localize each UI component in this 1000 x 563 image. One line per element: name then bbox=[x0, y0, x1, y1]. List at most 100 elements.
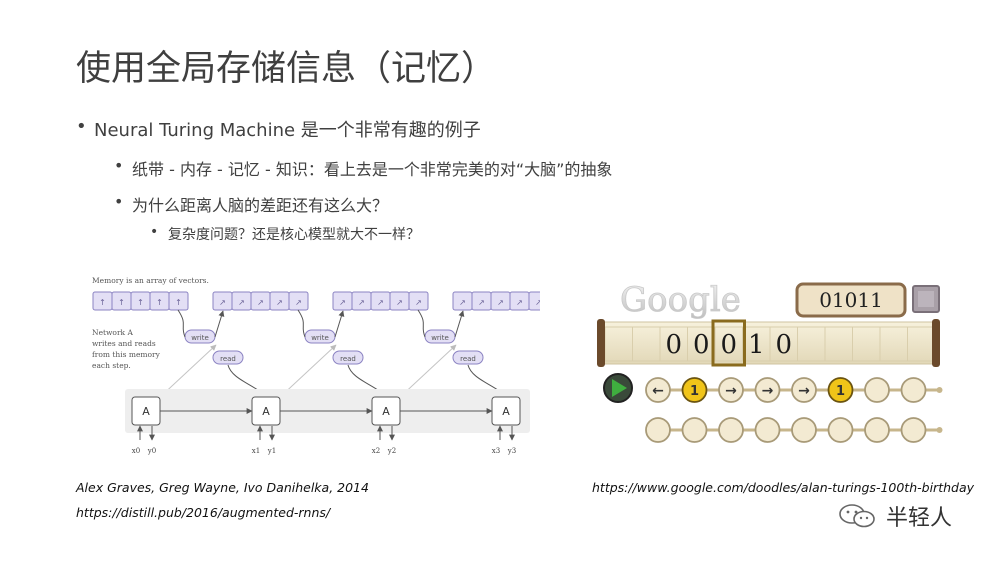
read-label: read bbox=[460, 355, 476, 363]
symbol-one-button[interactable] bbox=[827, 377, 854, 403]
counter-value: 01011 bbox=[819, 288, 883, 312]
connector bbox=[177, 309, 186, 338]
stop-icon-inner bbox=[918, 291, 934, 307]
empty-slot-button[interactable] bbox=[864, 377, 890, 403]
input-label: x3 bbox=[492, 447, 500, 455]
memory-cell-arrow: ↗ bbox=[497, 298, 504, 307]
tape-head bbox=[711, 319, 746, 367]
svg-text:writes and reads: writes and reads bbox=[92, 339, 156, 348]
arrow-right-icon: → bbox=[798, 383, 810, 399]
bullet-gap-question: • 为什么距离人脑的差距还有这么大？ bbox=[114, 192, 389, 215]
output-label: y0 bbox=[147, 447, 156, 455]
read-pill bbox=[212, 350, 244, 365]
arrow-right-icon: → bbox=[725, 383, 737, 399]
svg-text:each step.: each step. bbox=[92, 361, 131, 370]
memory-cell-arrow: ↗ bbox=[415, 298, 422, 307]
output-label: y3 bbox=[507, 447, 516, 455]
arrow-button[interactable] bbox=[754, 377, 781, 403]
wechat-icon bbox=[839, 504, 875, 528]
empty-slot-button[interactable] bbox=[791, 417, 817, 443]
tape-end-right bbox=[932, 319, 940, 367]
credit-google-link[interactable]: https://www.google.com/doodles/alan-turi… bbox=[592, 480, 975, 495]
network-node-label: A bbox=[142, 405, 150, 418]
svg-text:from this memory: from this memory bbox=[92, 350, 161, 359]
read-pill bbox=[332, 350, 364, 365]
symbol-one-label: 1 bbox=[836, 384, 845, 399]
symbol-one-button[interactable] bbox=[681, 377, 708, 403]
memory-cell-arrow: ↗ bbox=[219, 298, 226, 307]
play-triangle bbox=[612, 379, 627, 397]
input-label: x1 bbox=[252, 447, 260, 455]
empty-slot-button[interactable] bbox=[681, 417, 708, 443]
empty-slot-button[interactable] bbox=[827, 417, 854, 443]
memory-cell-arrow: ↑ bbox=[118, 298, 125, 307]
watermark: 半轻人 bbox=[838, 500, 952, 532]
program-row-1: ← 1 → → → 1 bbox=[645, 377, 943, 403]
output-label: y1 bbox=[267, 447, 276, 455]
memory-cell-arrow: ↗ bbox=[535, 298, 540, 307]
memory-cell-arrow: ↗ bbox=[396, 298, 403, 307]
arrow-button[interactable] bbox=[718, 377, 744, 403]
arrow-right-icon: → bbox=[762, 383, 774, 399]
memory-cell-arrow: ↑ bbox=[175, 298, 182, 307]
slide-title: 使用全局存储信息（记忆） bbox=[76, 49, 497, 89]
row-end-dot bbox=[936, 387, 943, 393]
empty-slot-button[interactable] bbox=[900, 377, 927, 403]
network-node-label: A bbox=[502, 405, 510, 418]
memory-cell-arrow: ↗ bbox=[459, 298, 466, 307]
empty-slot-button[interactable] bbox=[754, 417, 781, 443]
memory-cell-arrow: ↗ bbox=[478, 298, 485, 307]
empty-slot-button[interactable] bbox=[645, 417, 671, 443]
write-arrow bbox=[214, 310, 225, 338]
empty-slot-button[interactable] bbox=[718, 417, 744, 443]
memory-cell-arrow: ↗ bbox=[358, 298, 365, 307]
row-end-dot bbox=[936, 427, 943, 433]
memory-arrays: ↑↑↑↑↑↗↗↗↗↗↗↗↗↗↗↗↗↗↗↗writereadwritereadwr… bbox=[92, 291, 540, 400]
network-node-label: A bbox=[382, 405, 390, 418]
read-label: read bbox=[220, 355, 236, 363]
empty-slot-button[interactable] bbox=[900, 417, 927, 443]
input-label: x0 bbox=[132, 447, 140, 455]
connector bbox=[297, 309, 306, 338]
write-label: write bbox=[431, 334, 449, 342]
write-label: write bbox=[311, 334, 329, 342]
tape-digit: 0 bbox=[693, 330, 710, 360]
memory-cell-arrow: ↑ bbox=[156, 298, 163, 307]
tape-digit: 0 bbox=[775, 330, 792, 360]
write-arrow bbox=[454, 310, 465, 338]
watermark-text: 半轻人 bbox=[886, 506, 953, 531]
memory-cell-arrow: ↗ bbox=[238, 298, 245, 307]
memory-cell-arrow: ↗ bbox=[257, 298, 264, 307]
svg-text:Network A: Network A bbox=[92, 328, 133, 337]
arrow-button[interactable] bbox=[645, 377, 671, 403]
counter-box bbox=[795, 282, 907, 318]
network-caption: Network A writes and reads from this mem… bbox=[92, 328, 161, 370]
memory-cell-arrow: ↑ bbox=[137, 298, 144, 307]
input-label: x2 bbox=[372, 447, 380, 455]
memory-cell-arrow: ↗ bbox=[276, 298, 283, 307]
write-label: write bbox=[191, 334, 209, 342]
symbol-one-label: 1 bbox=[690, 384, 699, 399]
bullet-ntm: • Neural Turing Machine 是一个非常有趣的例子 bbox=[76, 116, 481, 141]
memory-cell-arrow: ↑ bbox=[99, 298, 106, 307]
bullet-complexity: • 复杂度问题？还是核心模型就大不一样？ bbox=[150, 224, 420, 243]
arrow-left-icon: ← bbox=[652, 383, 664, 399]
memory-cell-arrow: ↗ bbox=[339, 298, 346, 307]
output-label: y2 bbox=[387, 447, 396, 455]
memory-cell-arrow: ↗ bbox=[377, 298, 384, 307]
credit-distill-link[interactable]: https://distill.pub/2016/augmented-rnns/ bbox=[76, 505, 331, 520]
arrow-button[interactable] bbox=[791, 377, 817, 403]
tape-digit: 0 bbox=[720, 330, 737, 360]
read-label: read bbox=[340, 355, 356, 363]
network-node bbox=[491, 396, 521, 426]
google-logo: Google bbox=[620, 280, 741, 320]
program-row-2 bbox=[645, 417, 943, 443]
tape-end-left bbox=[597, 319, 605, 367]
memory-caption: Memory is an array of vectors. bbox=[92, 276, 209, 285]
empty-slot-button[interactable] bbox=[864, 417, 890, 443]
bullet-tape-memory: • 纸带 - 内存 - 记忆 - 知识：看上去是一个非常完美的对“大脑”的抽象 bbox=[114, 156, 613, 179]
connector bbox=[417, 309, 426, 338]
